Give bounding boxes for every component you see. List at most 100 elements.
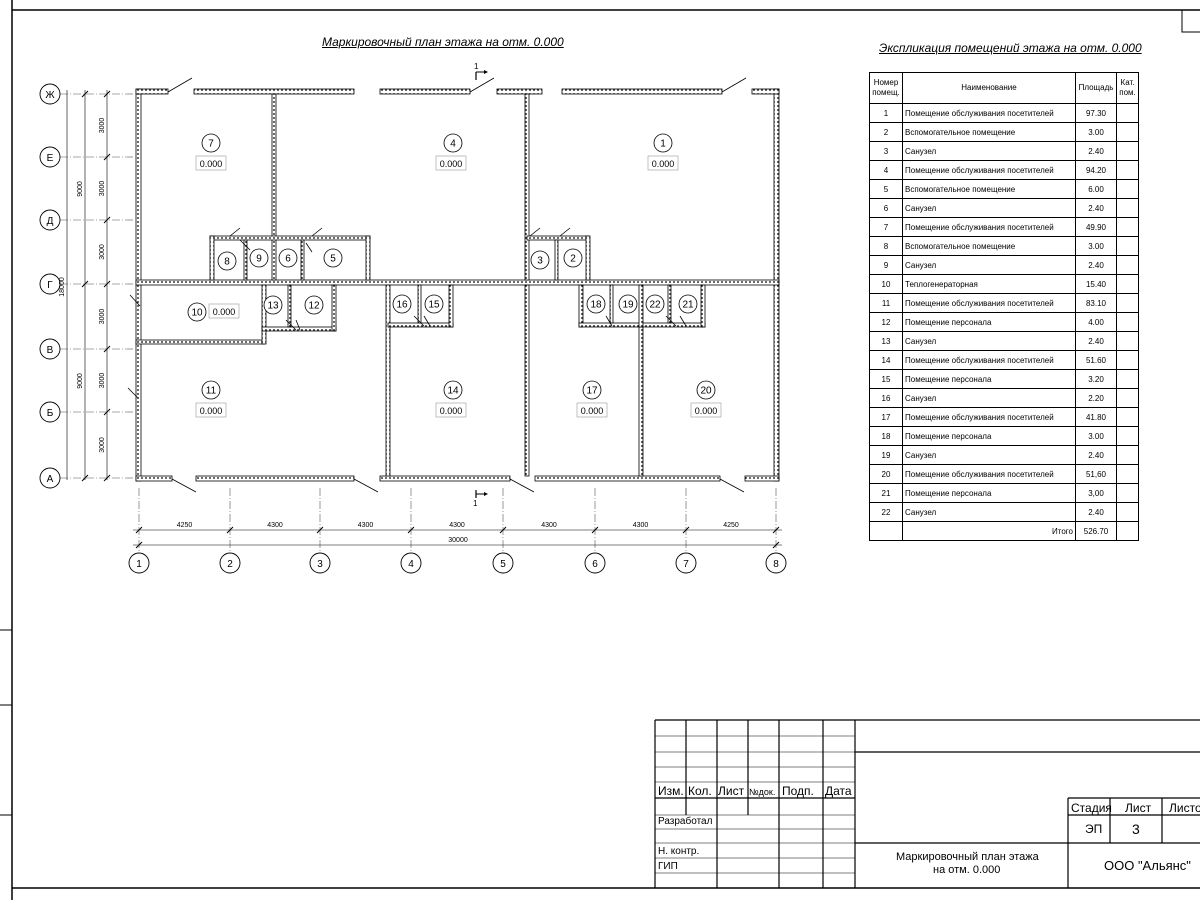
column-spacing-dim: 4300 xyxy=(358,522,374,529)
row-group-dim: 9000 xyxy=(77,181,84,197)
total-width-dim: 30000 xyxy=(448,537,468,544)
level-mark-box xyxy=(647,155,679,171)
section-mark-bottom: 1 xyxy=(473,499,478,508)
level-mark: 0.000 xyxy=(695,406,718,416)
column-axis-bubble xyxy=(584,552,606,574)
level-mark-box xyxy=(195,402,227,418)
stamp-col-list: Лист xyxy=(718,784,745,798)
dim-tick xyxy=(499,526,507,534)
room-number: 18 xyxy=(590,300,602,311)
plan-title: Маркировочный план этажа на отм. 0.000 xyxy=(322,35,564,49)
row-axis-label: Е xyxy=(47,153,54,164)
row-group-dim: 9000 xyxy=(77,373,84,389)
row-axis-bubble xyxy=(39,273,61,295)
room-number-bubble xyxy=(187,302,207,322)
dim-tick xyxy=(316,526,324,534)
column-axis-label: 1 xyxy=(136,559,142,570)
column-axis-bubble xyxy=(219,552,241,574)
stamp-n-control: Н. контр. xyxy=(658,846,700,857)
room-number-bubble xyxy=(217,251,237,271)
room-number-bubble xyxy=(443,380,463,400)
room-number-bubble xyxy=(392,294,412,314)
room-number: 21 xyxy=(682,300,694,311)
room-number-bubble xyxy=(278,248,298,268)
stamp-stage-label: Стадия xyxy=(1071,801,1112,815)
room-number: 15 xyxy=(428,300,440,311)
column-axis-bubble xyxy=(309,552,331,574)
dim-tick xyxy=(772,526,780,534)
dim-tick xyxy=(103,408,111,416)
room-number-bubble xyxy=(424,294,444,314)
stamp-company: ООО "Альянс" xyxy=(1104,858,1191,873)
room-number: 11 xyxy=(206,386,217,397)
dimension-lines xyxy=(66,90,782,546)
total-label: Итого xyxy=(902,521,1076,541)
level-mark-box xyxy=(435,155,467,171)
room-number: 16 xyxy=(396,300,408,311)
column-axis-label: 6 xyxy=(592,559,598,570)
room-number: 7 xyxy=(208,139,214,150)
dim-tick xyxy=(103,90,111,98)
stamp-sheets-label: Листо xyxy=(1169,801,1200,815)
room-number-bubble xyxy=(249,248,269,268)
stamp-sheet-label: Лист xyxy=(1125,801,1152,815)
total-category-cell xyxy=(1116,521,1139,541)
room-number-bubble xyxy=(323,248,343,268)
level-mark: 0.000 xyxy=(440,159,463,169)
room-number-bubble xyxy=(618,294,638,314)
stamp-col-izm: Изм. xyxy=(658,784,684,798)
room-number-bubble xyxy=(586,294,606,314)
row-spacing-dim: 3000 xyxy=(99,181,106,197)
column-axis-label: 7 xyxy=(683,559,689,570)
dim-tick xyxy=(103,280,111,288)
stamp-sheet-number: 3 xyxy=(1132,821,1140,837)
column-axis-bubble xyxy=(492,552,514,574)
room-number: 6 xyxy=(285,254,291,265)
room-number-bubble xyxy=(443,133,463,153)
dim-tick xyxy=(81,474,89,482)
dim-tick xyxy=(407,526,415,534)
room-number: 14 xyxy=(447,386,459,397)
stamp-col-kol: Кол. xyxy=(688,784,712,798)
dim-tick xyxy=(772,541,780,549)
column-spacing-dim: 4250 xyxy=(177,522,193,529)
room-number: 13 xyxy=(267,301,279,312)
column-axis-label: 8 xyxy=(773,559,779,570)
room-number: 19 xyxy=(622,300,634,311)
dim-tick xyxy=(103,216,111,224)
room-number: 22 xyxy=(649,300,661,311)
room-number-bubble xyxy=(263,295,283,315)
header-category: Кат. пом. xyxy=(1116,72,1139,104)
room-number: 3 xyxy=(537,256,543,267)
row-axis-label: Г xyxy=(47,280,53,291)
room-number-bubble xyxy=(530,250,550,270)
section-mark-top: 1 xyxy=(474,62,479,71)
room-number-bubble xyxy=(201,133,221,153)
column-spacing-dim: 4300 xyxy=(449,522,465,529)
level-mark: 0.000 xyxy=(440,406,463,416)
room-number: 20 xyxy=(700,386,712,397)
row-spacing-dim: 3000 xyxy=(99,118,106,134)
row-axis-label: Б xyxy=(47,408,54,419)
room-number: 5 xyxy=(330,254,336,265)
row-axis-bubble xyxy=(39,338,61,360)
total-height-dim: 18000 xyxy=(59,277,66,297)
row-spacing-dim: 3000 xyxy=(99,309,106,325)
room-number: 1 xyxy=(660,139,666,150)
level-mark: 0.000 xyxy=(213,307,236,317)
room-number-bubble xyxy=(678,294,698,314)
column-axis-label: 2 xyxy=(227,559,233,570)
explication-title: Экспликация помещений этажа на отм. 0.00… xyxy=(879,41,1142,55)
row-axis-label: Д xyxy=(47,216,54,227)
